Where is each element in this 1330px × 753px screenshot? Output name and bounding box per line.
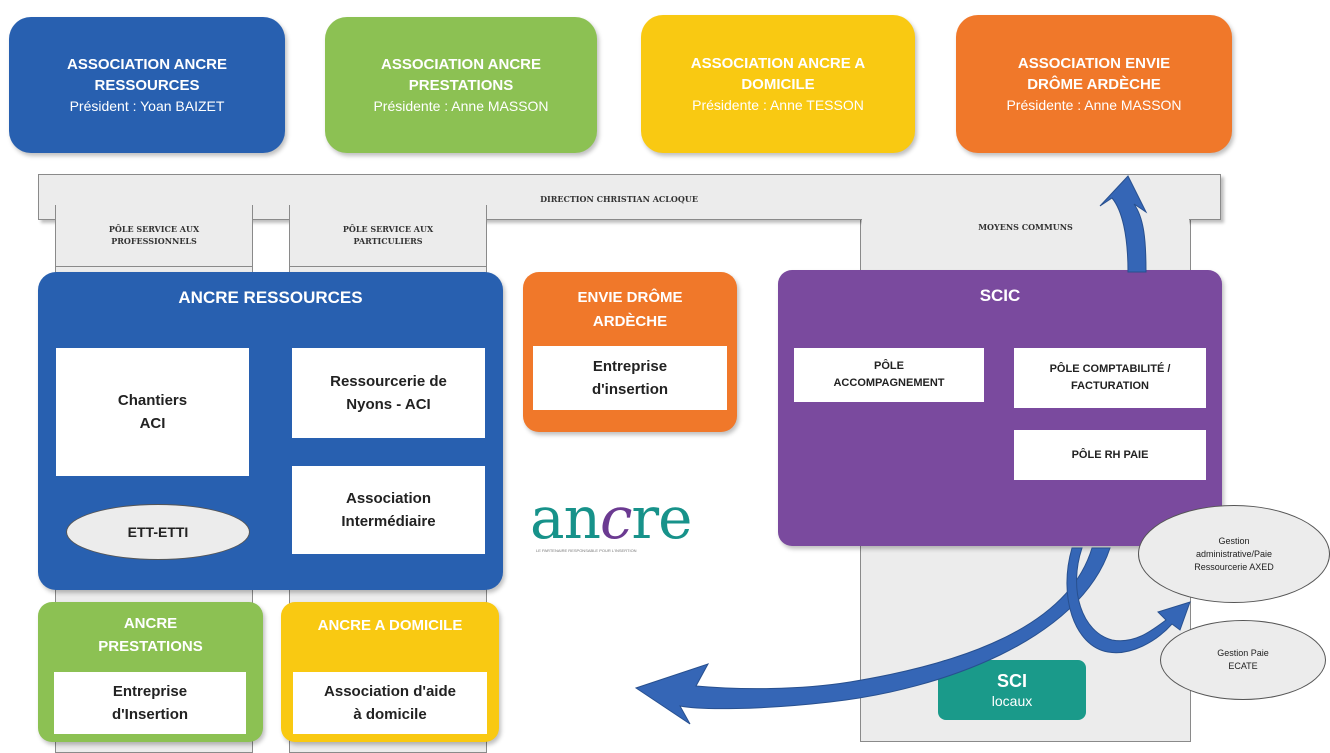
association-president: Présidente : Anne MASSON (1006, 96, 1182, 113)
pole-accompagnement-box: PÔLE ACCOMPAGNEMENT (794, 348, 984, 402)
ancre-prestations-title: ANCRE PRESTATIONS (98, 615, 203, 655)
pole-particuliers-label: PÔLE SERVICE AUX PARTICULIERS (342, 224, 434, 246)
ressourcerie-nyons-box: Ressourcerie de Nyons - ACI (292, 348, 485, 438)
envie-entreprise-insertion-box: Entreprise d'insertion (533, 346, 727, 410)
chantiers-aci-box: Chantiers ACI (56, 348, 249, 476)
association-envie-drome-ardeche: ASSOCIATION ENVIE DRÔME ARDÈCHE Présiden… (956, 15, 1232, 153)
logo-text-c: c (599, 484, 633, 552)
gestion-axed-oval: Gestion administrative/Paie Ressourcerie… (1138, 505, 1330, 603)
pole-particuliers-header: PÔLE SERVICE AUX PARTICULIERS (289, 205, 487, 267)
ancre-ressources-block: ANCRE RESSOURCES Chantiers ACI ETT-ETTI … (38, 272, 503, 590)
association-ancre-ressources: ASSOCIATION ANCRE RESSOURCES Président :… (9, 17, 285, 153)
ancre-a-domicile-block: ANCRE A DOMICILE Association d'aide à do… (281, 602, 499, 742)
sci-subtitle: locaux (991, 693, 1033, 709)
ancre-logo: ancre LE PARTENAIRE RESPONSABLE POUR L'I… (530, 488, 730, 560)
association-name: ASSOCIATION ANCRE A (690, 54, 866, 72)
association-ancre-a-domicile: ASSOCIATION ANCRE A DOMICILE Présidente … (641, 15, 915, 153)
pole-comptabilite-box: PÔLE COMPTABILITÉ / FACTURATION (1014, 348, 1206, 408)
association-name: ASSOCIATION ANCRE (380, 55, 541, 73)
association-aide-domicile-box: Association d'aide à domicile (293, 672, 487, 734)
sci-title: SCI (996, 671, 1027, 691)
ancre-ressources-title: ANCRE RESSOURCES (178, 288, 363, 307)
association-ancre-prestations: ASSOCIATION ANCRE PRESTATIONS Présidente… (325, 17, 597, 153)
ett-etti-oval: ETT-ETTI (66, 504, 250, 560)
association-name: RESSOURCES (94, 76, 200, 94)
sci-block: SCI locaux (938, 660, 1086, 720)
moyens-communs-header: MOYENS COMMUNS (862, 198, 1189, 258)
prestations-entreprise-insertion-box: Entreprise d'Insertion (54, 672, 246, 734)
direction-label: DIRECTION CHRISTIAN ACLOQUE (540, 194, 698, 204)
pole-professionnels-header: PÔLE SERVICE AUX PROFESSIONNELS (55, 205, 253, 267)
association-president: Présidente : Anne MASSON (373, 97, 549, 114)
association-name: ASSOCIATION ENVIE (1017, 54, 1171, 72)
logo-text-re: re (631, 484, 692, 552)
association-name: ASSOCIATION ANCRE (66, 55, 227, 73)
association-name: PRESTATIONS (408, 76, 514, 94)
envie-drome-ardeche-block: ENVIE DRÔME ARDÈCHE Entreprise d'inserti… (523, 272, 737, 432)
logo-text-an: an (530, 484, 601, 552)
envie-title: ENVIE DRÔME ARDÈCHE (577, 289, 683, 330)
association-intermediaire-box: Association Intermédiaire (292, 466, 485, 554)
gestion-ecate-oval: Gestion Paie ECATE (1160, 620, 1326, 700)
pole-professionnels-label: PÔLE SERVICE AUX PROFESSIONNELS (108, 224, 200, 246)
scic-title: SCIC (979, 286, 1021, 305)
moyens-communs-label: MOYENS COMMUNS (978, 222, 1073, 232)
association-president: Présidente : Anne TESSON (692, 96, 864, 113)
logo-tagline: LE PARTENAIRE RESPONSABLE POUR L'INSERTI… (536, 548, 637, 553)
ancre-a-domicile-title: ANCRE A DOMICILE (317, 617, 463, 634)
ancre-prestations-block: ANCRE PRESTATIONS Entreprise d'Insertion (38, 602, 263, 742)
association-president: Président : Yoan BAIZET (69, 97, 225, 114)
pole-rh-paie-box: PÔLE RH PAIE (1014, 430, 1206, 480)
association-name: DRÔME ARDÈCHE (1027, 75, 1161, 93)
association-name: DOMICILE (741, 75, 815, 93)
scic-block: SCIC PÔLE ACCOMPAGNEMENT PÔLE COMPTABILI… (778, 270, 1222, 546)
